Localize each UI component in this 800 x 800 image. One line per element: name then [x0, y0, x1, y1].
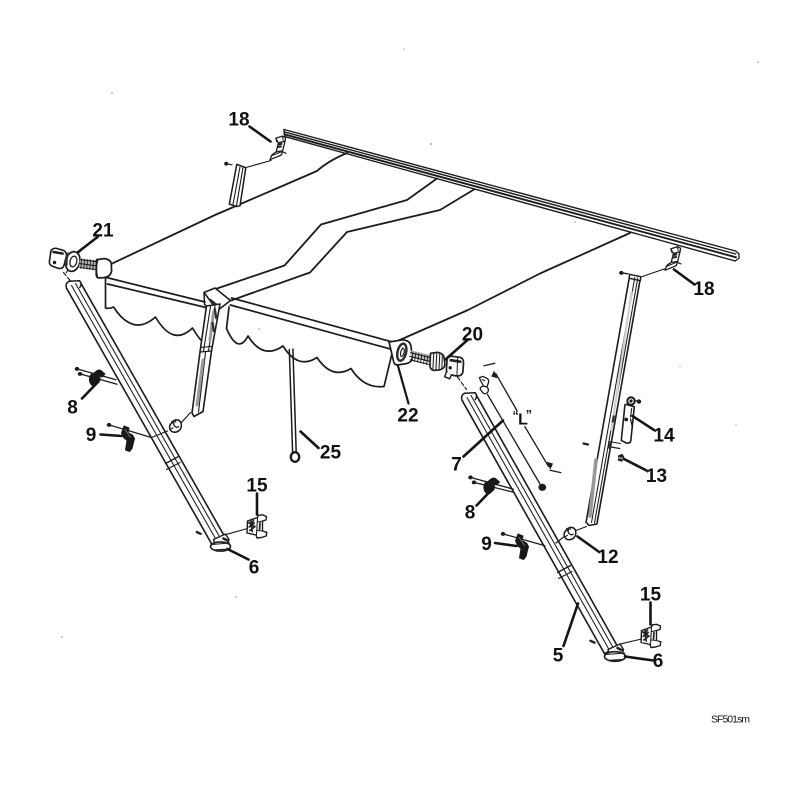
svg-text:18: 18 — [228, 110, 249, 131]
svg-text:L: L — [518, 412, 528, 429]
svg-text:12: 12 — [597, 547, 618, 568]
svg-text:“: “ — [513, 409, 519, 423]
svg-text:25: 25 — [320, 443, 342, 464]
svg-text:8: 8 — [67, 398, 78, 419]
svg-text:14: 14 — [653, 426, 675, 447]
svg-text:7: 7 — [451, 455, 462, 476]
svg-text:15: 15 — [246, 476, 268, 497]
svg-text:”: ” — [526, 408, 532, 422]
svg-text:6: 6 — [249, 558, 260, 579]
svg-text:6: 6 — [653, 651, 664, 672]
svg-text:9: 9 — [86, 425, 97, 446]
svg-text:5: 5 — [553, 646, 564, 667]
svg-text:15: 15 — [640, 585, 662, 606]
svg-text:8: 8 — [465, 503, 476, 524]
svg-text:21: 21 — [92, 221, 114, 242]
svg-text:9: 9 — [481, 534, 492, 555]
svg-text:18: 18 — [693, 279, 714, 300]
svg-text:13: 13 — [646, 466, 667, 487]
svg-text:22: 22 — [397, 406, 418, 427]
svg-text:SF501sm: SF501sm — [711, 714, 750, 726]
svg-text:20: 20 — [462, 325, 483, 346]
